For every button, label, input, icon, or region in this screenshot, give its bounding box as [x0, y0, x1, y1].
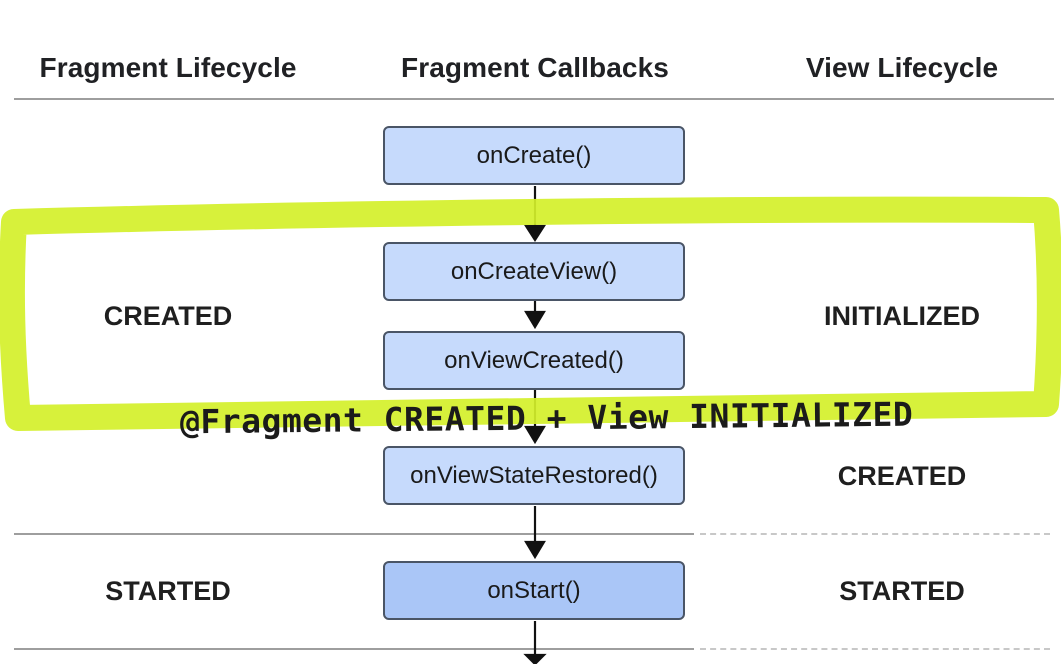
fragment-state-started: STARTED [105, 576, 231, 606]
oncreate-label: onCreate() [476, 141, 592, 169]
arrowhead-start [524, 540, 546, 560]
fragment-lifecycle-header: Fragment Lifecycle [39, 52, 297, 83]
arrowhead-viewcreated [524, 310, 546, 330]
onviewcreated-callback: onViewCreated() [383, 331, 685, 390]
onstart-callback: onStart() [383, 561, 685, 620]
highlight-stroke [0, 196, 1061, 431]
onviewstaterestored-label: onViewStateRestored() [410, 461, 658, 489]
onviewstaterestored-callback: onViewStateRestored() [383, 446, 685, 505]
fragment-callbacks-header: Fragment Callbacks [401, 52, 669, 83]
row-divider-started [14, 648, 694, 650]
onstart-label: onStart() [487, 576, 581, 604]
arrowhead-next [523, 653, 547, 664]
view-state-started: STARTED [839, 576, 965, 606]
oncreateview-label: onCreateView() [450, 257, 618, 285]
view-lifecycle-header: View Lifecycle [805, 52, 999, 83]
fragment-state-created: CREATED [103, 301, 233, 331]
row-divider-dashed-started [700, 648, 1050, 650]
arrowhead-createview [523, 224, 547, 243]
view-state-initialized: INITIALIZED [824, 301, 980, 331]
arrowhead-staterestored [524, 425, 546, 445]
oncreateview-callback: onCreateView() [383, 242, 685, 301]
header-divider [14, 98, 1054, 100]
onviewcreated-label: onViewCreated() [444, 346, 624, 374]
oncreate-callback: onCreate() [383, 126, 685, 185]
row-divider-dashed-created [700, 533, 1050, 535]
view-state-created: CREATED [837, 461, 967, 491]
row-divider-created [14, 533, 694, 535]
